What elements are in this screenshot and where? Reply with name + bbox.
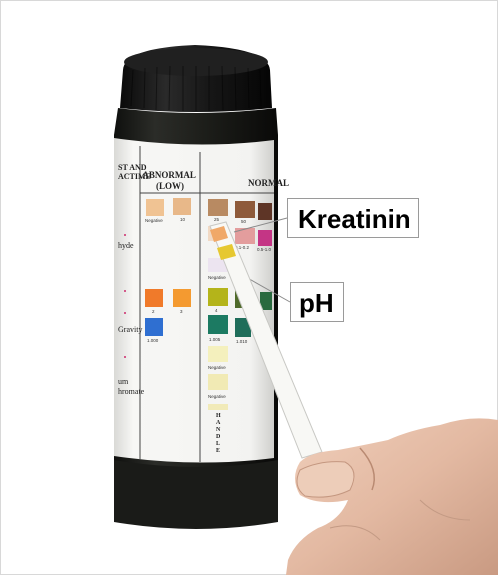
svg-text:H: H bbox=[216, 413, 221, 419]
swatch-label-negative-2: Negative bbox=[208, 275, 226, 280]
swatch-label-4: 4 bbox=[215, 308, 218, 313]
swatch-label-50: 50 bbox=[241, 219, 247, 224]
label-col3-header: NORMAL bbox=[248, 178, 289, 188]
hand bbox=[286, 418, 498, 575]
swatch-label-negative: Negative bbox=[145, 218, 163, 223]
row-name-um: um bbox=[118, 377, 129, 386]
swatch-label-1010: 1.010 bbox=[236, 339, 248, 344]
kreatinin-callout-label: Kreatinin bbox=[287, 198, 419, 238]
strip-ph-pad bbox=[217, 244, 236, 260]
bottle-cap bbox=[120, 45, 272, 112]
row-marks bbox=[124, 234, 126, 358]
swatch-label-10: 10 bbox=[180, 217, 186, 222]
svg-text:N: N bbox=[216, 427, 221, 433]
swatch-label-1000: 1.000 bbox=[147, 338, 159, 343]
swatch-label-2: 2 bbox=[152, 309, 155, 314]
swatch-label-1005: 1.005 bbox=[209, 337, 221, 342]
svg-text:L: L bbox=[216, 441, 220, 447]
bottle-label: ST AND ACTIME ABNORMAL (LOW) NORMAL hyde… bbox=[114, 138, 289, 463]
svg-text:E: E bbox=[216, 448, 220, 454]
row-name-gravity: Gravity bbox=[118, 325, 142, 334]
row-name-hromate: hromate bbox=[118, 387, 145, 396]
svg-text:A: A bbox=[216, 420, 221, 426]
row-name-hyde: hyde bbox=[118, 241, 134, 250]
swatch-label-25: 25 bbox=[214, 217, 220, 222]
swatch-label-0.5: 0.5-1.0 bbox=[257, 247, 272, 252]
abnormal-swatches bbox=[145, 198, 191, 336]
test-strip bbox=[209, 221, 323, 459]
ph-leader-line bbox=[243, 275, 291, 303]
kreatinin-leader-line bbox=[233, 217, 288, 233]
label-col1-header: ST AND ACTIME bbox=[118, 163, 151, 181]
handle-text: H A N D L E bbox=[216, 413, 221, 454]
swatch-label-3: 3 bbox=[180, 309, 183, 314]
swatch-label-negative-4: Negative bbox=[208, 394, 226, 399]
svg-text:D: D bbox=[216, 434, 221, 440]
swatch-label-negative-3: Negative bbox=[208, 365, 226, 370]
ph-callout-label: pH bbox=[290, 282, 344, 322]
swatch-label-0.1: 0.1-0.2 bbox=[235, 245, 250, 250]
label-col2-header: ABNORMAL (LOW) bbox=[142, 170, 197, 191]
